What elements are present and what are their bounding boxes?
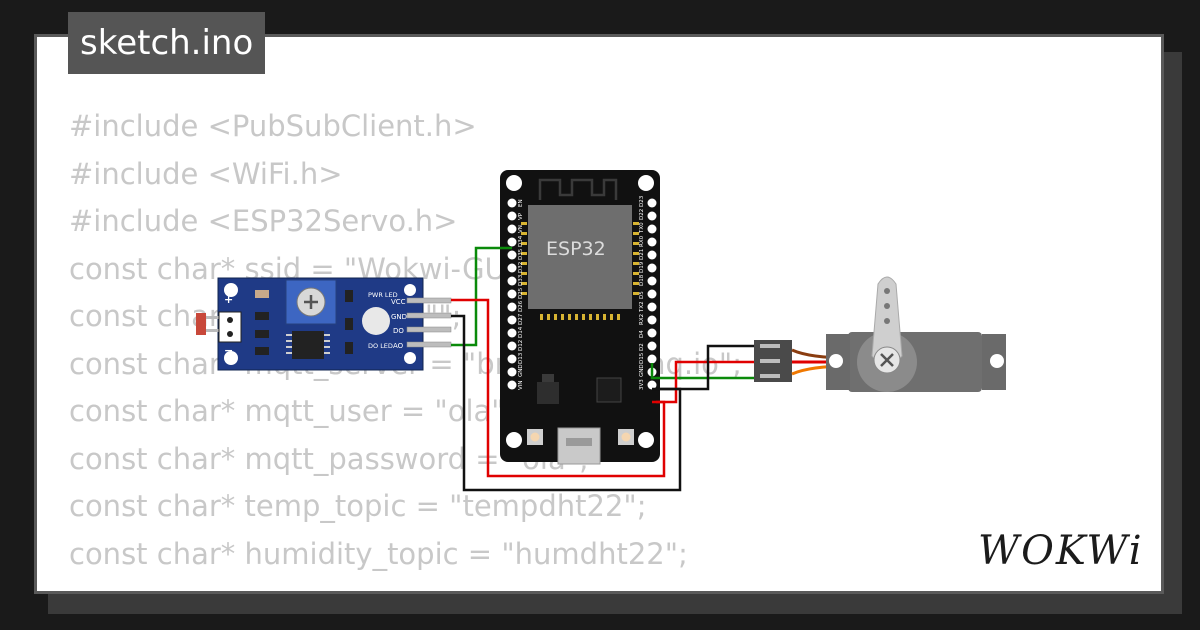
- code-editor: #include <PubSubClient.h> #include <WiFi.…: [69, 103, 742, 578]
- esp-pin-label: D2: [639, 343, 645, 351]
- esp-pin-label: GND: [639, 364, 645, 377]
- pin-label-gnd: GND: [391, 313, 407, 321]
- esp-pin-label: D4: [639, 330, 645, 338]
- polarity-plus: +: [224, 293, 233, 306]
- led-icon: [362, 307, 390, 335]
- servo-signal-wire[interactable]: [650, 363, 760, 380]
- esp-pin-label: D19: [639, 261, 645, 273]
- code-line: #include <ESP32Servo.h>: [69, 204, 458, 238]
- file-tab[interactable]: sketch.ino: [68, 12, 266, 74]
- boot-button[interactable]: [527, 429, 543, 445]
- esp-pin-label: D21: [639, 249, 645, 260]
- pin-label-do: DO: [393, 327, 404, 335]
- esp-pin-label: RX0: [639, 235, 645, 247]
- esp-pin-label: D32: [518, 262, 524, 273]
- esp-pin-label: D25: [518, 287, 524, 299]
- pwr-led-label: PWR LED: [368, 291, 398, 299]
- esp-pin-label: TX0: [639, 222, 645, 234]
- servo-ground-wire[interactable]: [656, 344, 760, 391]
- esp-pin-label: D27: [518, 313, 524, 325]
- code-line: const char* temp_topic = "tempdht22";: [69, 489, 647, 523]
- servo-motor[interactable]: [754, 276, 1006, 392]
- esp32-board[interactable]: ESP32 EN VP VN D34 D35 D32 D33 D25 D26 D: [500, 170, 660, 465]
- servo-power-wire[interactable]: [656, 360, 760, 404]
- chip-label: ESP32: [546, 238, 606, 260]
- esp-pin-label: RX2: [639, 314, 645, 325]
- esp-pin-label: TX2: [639, 301, 645, 313]
- esp-pin-label: D18: [639, 274, 645, 286]
- photoresistor-icon: [196, 313, 220, 335]
- code-line: #include <PubSubClient.h>: [69, 109, 477, 143]
- esp-pin-label: D12: [518, 340, 524, 351]
- code-line: #include <WiFi.h>: [69, 156, 343, 191]
- code-line: const char* humidity_topic = "humdht22";: [69, 536, 688, 571]
- esp-pin-label: D15: [639, 352, 645, 364]
- esp-pin-label: D34: [518, 235, 524, 247]
- code-line: const char* mqtt_user = "ola";: [69, 394, 515, 428]
- esp32-module: [528, 205, 632, 309]
- esp-pin-label: GND: [518, 364, 524, 377]
- esp-pin-label: VN: [518, 225, 524, 233]
- do-led-label: DO LED: [368, 342, 393, 350]
- esp-pin-label: D23: [639, 195, 645, 207]
- esp-pin-label: EN: [518, 199, 524, 207]
- esp-pin-label: D13: [518, 352, 524, 364]
- esp-pin-label: D14: [518, 326, 524, 338]
- esp-pin-label: D35: [518, 248, 524, 260]
- servo-horn-icon[interactable]: [871, 276, 903, 374]
- wires: [451, 246, 760, 492]
- esp-pin-label: D26: [518, 300, 524, 312]
- pin-label-ao: AO: [393, 342, 404, 350]
- esp-pin-label: D33: [518, 274, 524, 286]
- pin-label-vcc: VCC: [391, 298, 406, 306]
- wokwi-logo: WOKWi: [978, 528, 1144, 574]
- esp-pin-label: D5: [639, 291, 645, 299]
- potentiometer-icon[interactable]: [285, 279, 337, 325]
- polarity-minus: −: [224, 344, 233, 357]
- esp-pin-label: VIN: [518, 381, 524, 391]
- esp-pin-label: 3V3: [639, 379, 645, 390]
- esp-pin-label: VP: [518, 212, 524, 220]
- reset-button[interactable]: [618, 429, 634, 445]
- esp-pin-label: D22: [639, 209, 645, 220]
- ldr-sensor-module[interactable]: + − PWR LED DO LED VCC GND DO AO: [196, 277, 452, 371]
